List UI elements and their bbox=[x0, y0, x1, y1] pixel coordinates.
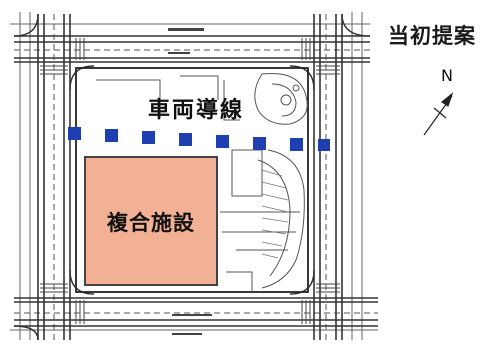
complex-facility-label: 複合施設 bbox=[107, 211, 195, 235]
vehicle-route-line bbox=[68, 127, 330, 151]
north-label: N bbox=[441, 66, 453, 85]
page-title: 当初提案 bbox=[388, 24, 476, 48]
route-label: 車両導線 bbox=[148, 98, 245, 123]
north-arrow-icon bbox=[423, 92, 454, 136]
complex-facility-block bbox=[84, 156, 218, 286]
